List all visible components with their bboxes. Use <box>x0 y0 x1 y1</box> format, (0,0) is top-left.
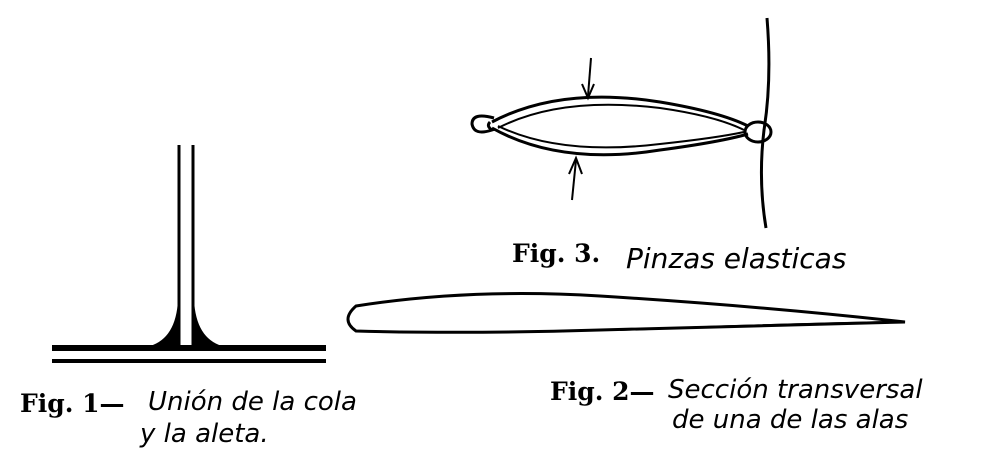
right-fillet <box>194 300 222 346</box>
fig3-caption: Fig. 3. Pinzas elasticas <box>512 239 846 275</box>
clip-upper-inner-wire <box>497 103 745 131</box>
string-line <box>759 17 771 229</box>
tail-plane-top <box>52 345 326 351</box>
upper-arrow-head <box>581 83 595 101</box>
clip-lower-outer-wire <box>491 126 749 157</box>
left-fillet <box>150 300 178 346</box>
fig2-caption-line2: de una de las alas <box>672 405 908 435</box>
airfoil-trailing-edge <box>619 321 901 331</box>
fig1-caption-line1: Unión de la cola <box>148 387 357 417</box>
fig2-number-label: Fig. 2— <box>550 377 655 406</box>
airfoil-outline <box>346 292 906 334</box>
lower-arrow-head <box>568 155 583 175</box>
fig3-elastic-clip-drawing <box>470 17 773 229</box>
fig1-tail-fin-joint-drawing <box>52 145 326 363</box>
upper-arrow-shaft <box>587 57 592 97</box>
fig2-wing-section-drawing <box>346 292 906 334</box>
clip-upper-outer-wire <box>491 95 749 128</box>
fig1-caption-line2: y la aleta. <box>139 419 269 449</box>
fig2-caption-line1: Sección transversal <box>668 375 923 405</box>
clip-left-loop <box>470 114 496 134</box>
clip-lower-inner-wire <box>497 125 745 149</box>
fig2-caption: Fig. 2— Sección transversal de una de la… <box>550 375 923 435</box>
tail-plane-bottom <box>52 359 326 363</box>
fig1-caption: Fig. 1— Unión de la cola y la aleta. <box>20 387 357 449</box>
fig1-number-label: Fig. 1— <box>20 389 125 418</box>
fig3-number-label: Fig. 3. <box>512 239 600 268</box>
lower-arrow-shaft <box>571 159 577 201</box>
clip-right-loop <box>743 120 773 144</box>
fig3-caption-line1: Pinzas elasticas <box>626 242 846 275</box>
